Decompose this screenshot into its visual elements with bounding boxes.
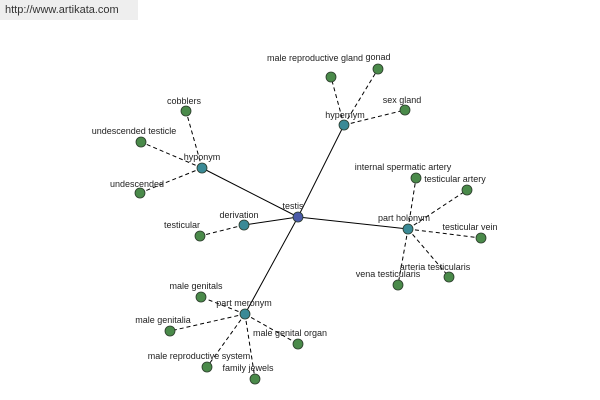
node-hyponym[interactable]: hyponym: [184, 152, 221, 174]
node-label-hyponym[interactable]: hyponym: [184, 152, 221, 162]
node-dot-gonad[interactable]: [372, 63, 384, 75]
node-label-male-reproductive-system[interactable]: male reproductive system: [148, 351, 251, 361]
edge-testis-part-meronym: [244, 216, 299, 315]
node-label-hypernym[interactable]: hypernym: [325, 110, 365, 120]
node-undescended-testicle[interactable]: undescended testicle: [92, 126, 177, 148]
node-label-undescended[interactable]: undescended: [110, 179, 164, 189]
node-part-meronym[interactable]: part meronym: [216, 298, 272, 320]
node-dot-male-reproductive-system[interactable]: [201, 361, 213, 373]
edge-testis-hypernym: [297, 124, 345, 218]
node-label-testicular[interactable]: testicular: [164, 220, 200, 230]
node-dot-vena-testicularis[interactable]: [392, 279, 404, 291]
node-male-genitalia[interactable]: male genitalia: [135, 315, 191, 337]
edge-part-holonym-testicular-artery: [407, 189, 468, 230]
node-testicular-artery[interactable]: testicular artery: [424, 174, 486, 196]
edge-part-meronym-family-jewels: [244, 313, 256, 380]
edge-part-holonym-testicular-vein: [407, 228, 482, 239]
node-dot-undescended[interactable]: [134, 187, 146, 199]
node-dot-male-genital-organ[interactable]: [292, 338, 304, 350]
edges-layer: [139, 68, 482, 380]
node-family-jewels[interactable]: family jewels: [222, 363, 274, 385]
edge-part-meronym-male-genital-organ: [244, 313, 299, 345]
node-gonad[interactable]: gonad: [365, 52, 391, 75]
node-cobblers[interactable]: cobblers: [167, 96, 202, 117]
node-label-male-genitalia[interactable]: male genitalia: [135, 315, 191, 325]
node-dot-part-meronym[interactable]: [239, 308, 251, 320]
node-label-male-genitals[interactable]: male genitals: [169, 281, 223, 291]
node-undescended[interactable]: undescended: [110, 179, 164, 199]
node-male-genital-organ[interactable]: male genital organ: [253, 328, 327, 350]
node-dot-testis[interactable]: [292, 211, 304, 223]
node-dot-family-jewels[interactable]: [249, 373, 261, 385]
node-label-family-jewels[interactable]: family jewels: [222, 363, 274, 373]
node-hypernym[interactable]: hypernym: [325, 110, 365, 131]
node-dot-internal-spermatic-artery[interactable]: [410, 172, 422, 184]
edge-hyponym-cobblers: [185, 110, 203, 169]
node-dot-testicular-vein[interactable]: [475, 232, 487, 244]
node-vena-testicularis[interactable]: vena testicularis: [356, 269, 421, 291]
node-arteria-testicularis[interactable]: arteria testicularis: [400, 262, 471, 283]
node-male-reproductive-gland[interactable]: male reproductive gland: [267, 53, 363, 83]
node-dot-male-reproductive-gland[interactable]: [325, 71, 337, 83]
node-label-testicular-vein[interactable]: testicular vein: [442, 222, 497, 232]
node-dot-undescended-testicle[interactable]: [135, 136, 147, 148]
node-dot-sex-gland[interactable]: [399, 104, 411, 116]
node-label-testis[interactable]: testis: [282, 201, 304, 211]
node-dot-testicular-artery[interactable]: [461, 184, 473, 196]
node-dot-male-genitalia[interactable]: [164, 325, 176, 337]
node-label-sex-gland[interactable]: sex gland: [383, 95, 422, 105]
node-dot-cobblers[interactable]: [180, 105, 192, 117]
node-testicular[interactable]: testicular: [164, 220, 206, 242]
edge-hypernym-male-reproductive-gland: [330, 76, 345, 126]
node-label-vena-testicularis[interactable]: vena testicularis: [356, 269, 421, 279]
node-testis[interactable]: testis: [282, 201, 304, 223]
edge-part-meronym-male-genitalia: [169, 313, 246, 332]
node-label-male-reproductive-gland[interactable]: male reproductive gland: [267, 53, 363, 63]
node-dot-testicular[interactable]: [194, 230, 206, 242]
node-label-testicular-artery[interactable]: testicular artery: [424, 174, 486, 184]
node-derivation[interactable]: derivation: [219, 210, 259, 231]
url-text[interactable]: http://www.artikata.com: [0, 0, 138, 20]
node-label-internal-spermatic-artery[interactable]: internal spermatic artery: [355, 162, 452, 172]
edge-testis-part-holonym: [297, 216, 409, 230]
edge-derivation-testicular: [199, 224, 245, 237]
node-label-undescended-testicle[interactable]: undescended testicle: [92, 126, 177, 136]
node-label-part-meronym[interactable]: part meronym: [216, 298, 272, 308]
node-label-arteria-testicularis[interactable]: arteria testicularis: [400, 262, 471, 272]
node-sex-gland[interactable]: sex gland: [383, 95, 422, 116]
node-part-holonym[interactable]: part holonym: [378, 213, 430, 235]
edge-testis-derivation: [243, 216, 299, 226]
node-dot-arteria-testicularis[interactable]: [443, 271, 455, 283]
node-label-male-genital-organ[interactable]: male genital organ: [253, 328, 327, 338]
edge-part-meronym-male-reproductive-system: [206, 313, 246, 368]
edge-hypernym-sex-gland: [343, 109, 406, 126]
node-label-derivation[interactable]: derivation: [219, 210, 258, 220]
node-dot-hypernym[interactable]: [338, 119, 350, 131]
node-male-reproductive-system[interactable]: male reproductive system: [148, 351, 251, 373]
node-dot-hyponym[interactable]: [196, 162, 208, 174]
node-testicular-vein[interactable]: testicular vein: [442, 222, 498, 244]
node-dot-male-genitals[interactable]: [195, 291, 207, 303]
node-label-gonad[interactable]: gonad: [365, 52, 390, 62]
edge-part-holonym-vena-testicularis: [397, 228, 409, 286]
node-label-part-holonym[interactable]: part holonym: [378, 213, 430, 223]
node-male-genitals[interactable]: male genitals: [169, 281, 223, 303]
node-dot-part-holonym[interactable]: [402, 223, 414, 235]
node-label-cobblers[interactable]: cobblers: [167, 96, 202, 106]
edge-hypernym-gonad: [343, 68, 379, 126]
edge-part-meronym-male-genitals: [200, 296, 246, 315]
edge-part-holonym-arteria-testicularis: [407, 228, 450, 278]
edge-part-holonym-internal-spermatic-artery: [407, 177, 417, 230]
node-internal-spermatic-artery[interactable]: internal spermatic artery: [355, 162, 452, 184]
node-dot-derivation[interactable]: [238, 219, 250, 231]
edge-testis-hyponym: [201, 167, 299, 218]
